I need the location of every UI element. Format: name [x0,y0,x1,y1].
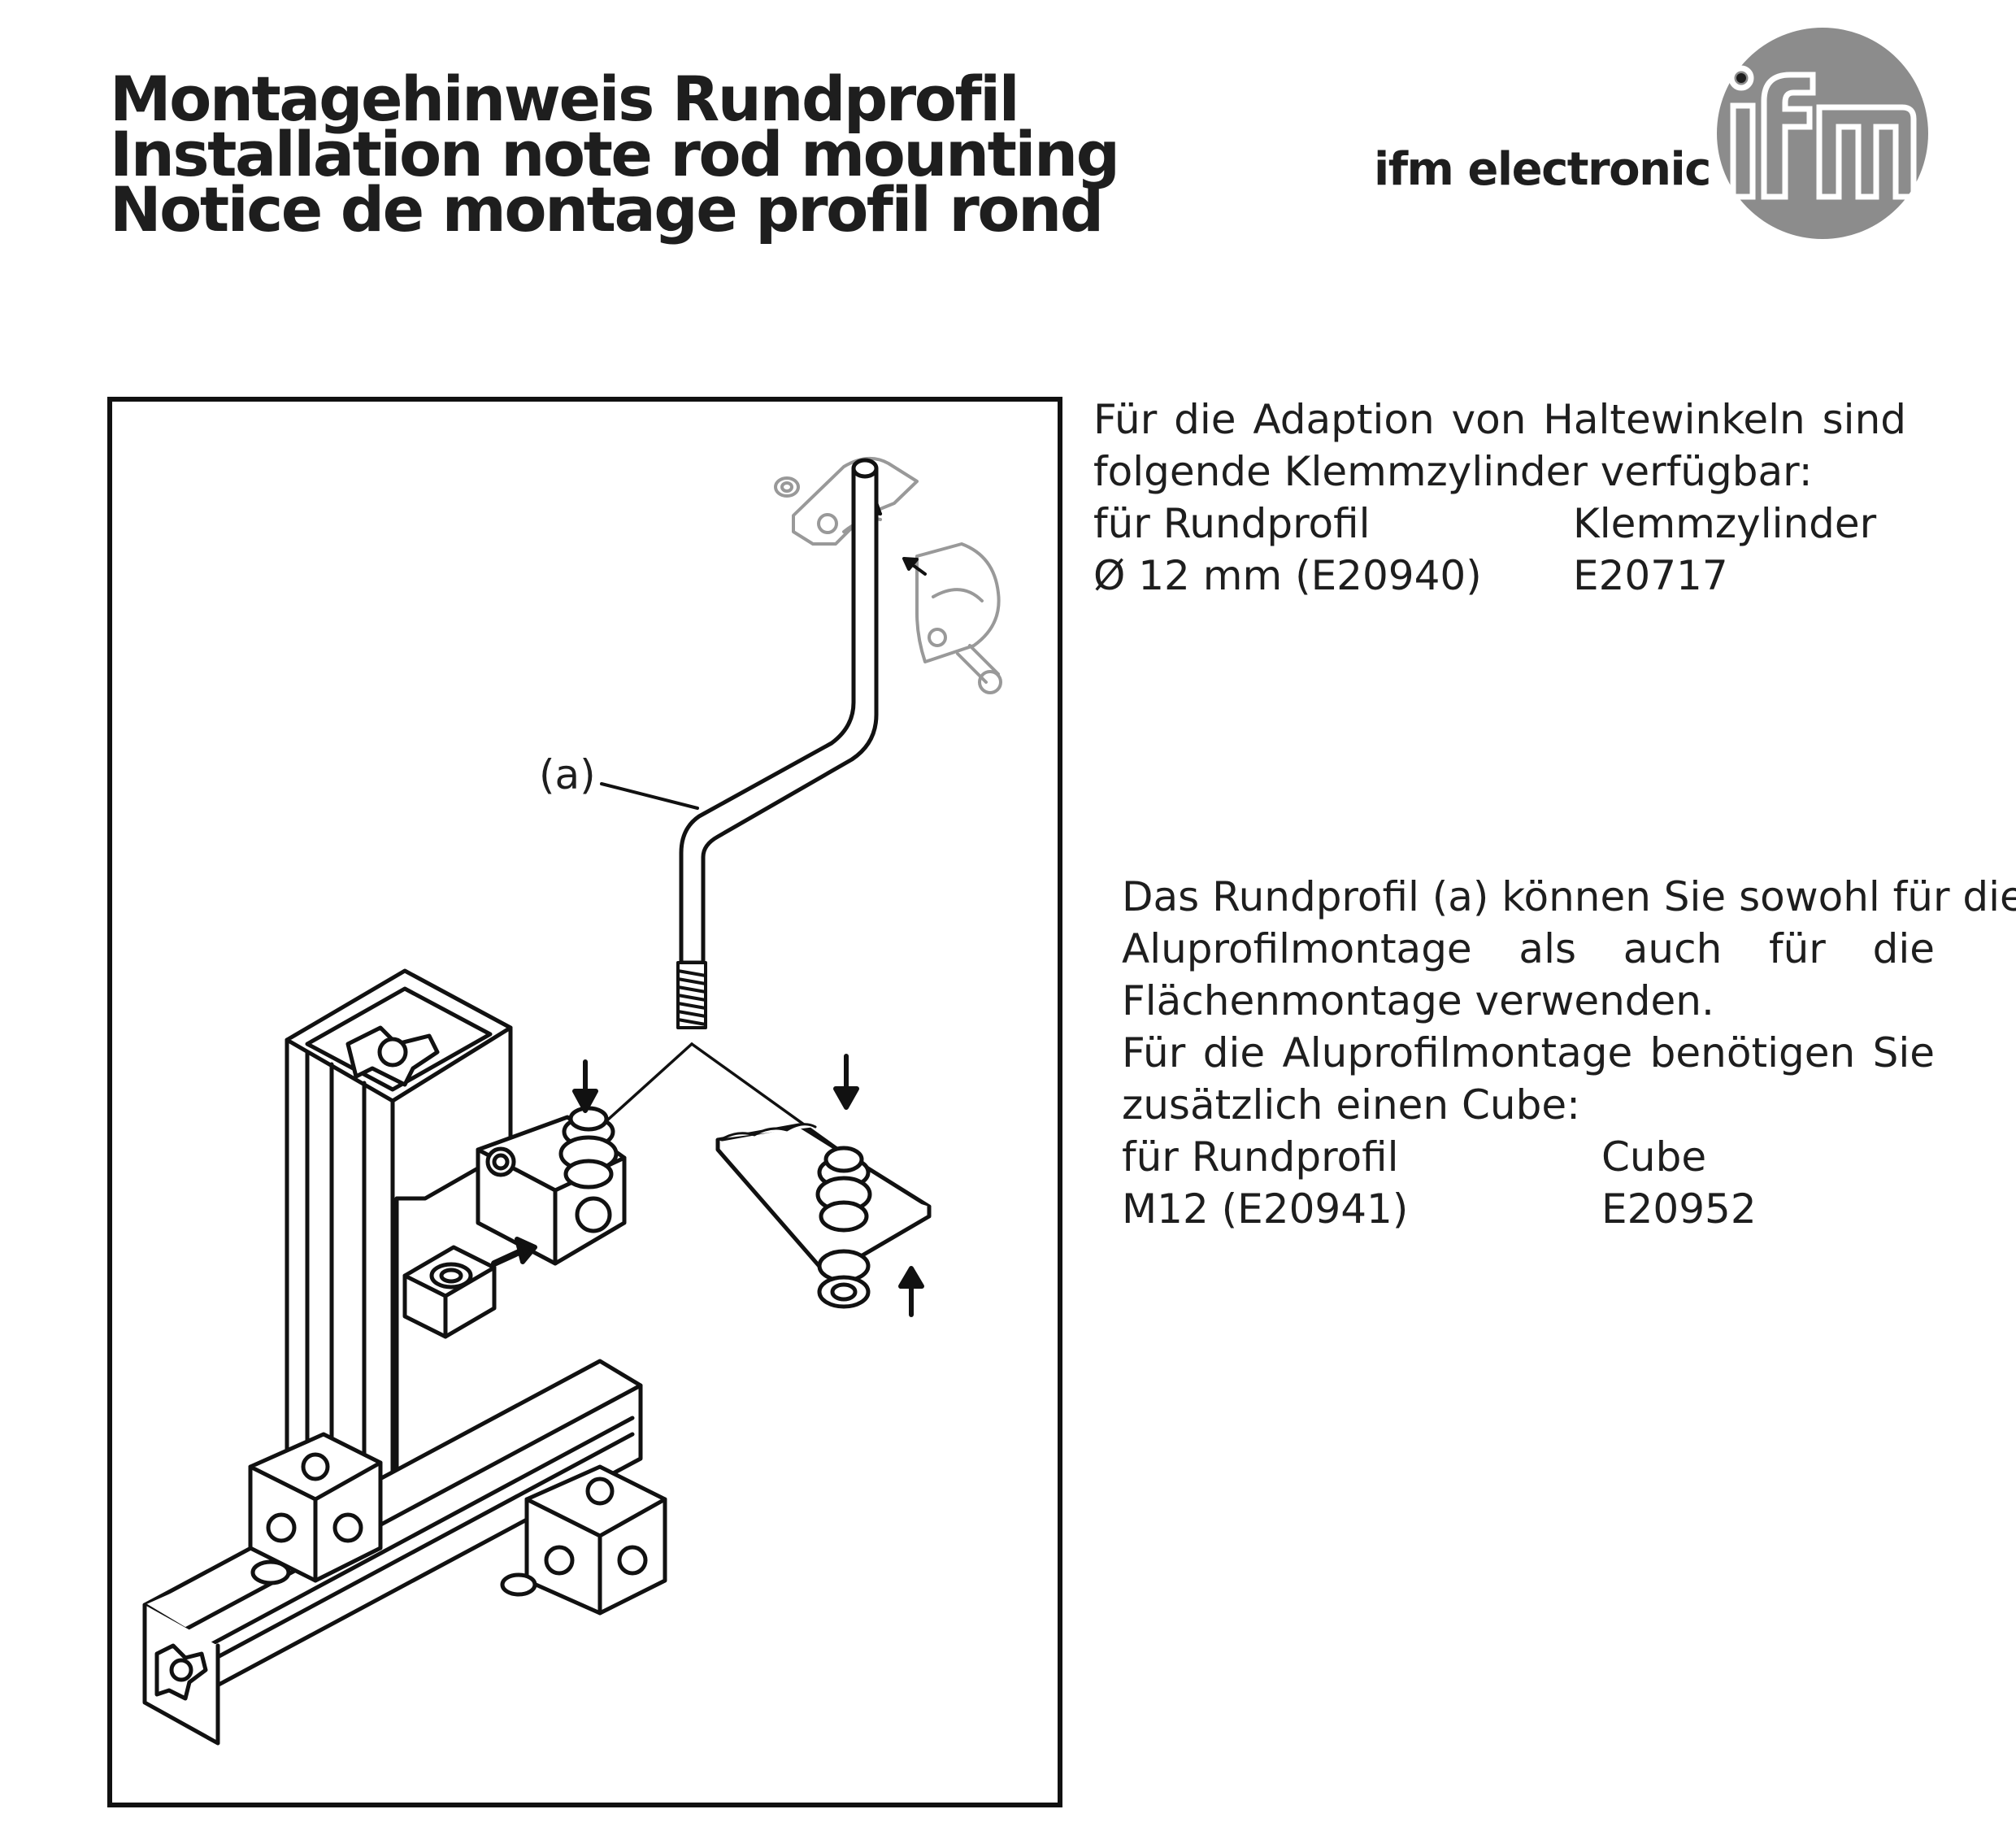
cell-cube-value: E20952 [1601,1185,1757,1233]
table-header-row: für Rundprofil Klemmzylinder [1093,498,1906,550]
assembly-figure: (a) [107,397,1062,1807]
header-rod: für Rundprofil [1093,500,1371,547]
callout-a-label: (a) [539,751,596,798]
plate-arrows [833,1054,924,1317]
header-cube: Cube [1601,1133,1707,1181]
company-name: ifm electronic [1374,143,1711,196]
clamp-cylinder-parts [774,457,1002,694]
usage-line-3: Flächenmontage verwenden. [1122,977,1714,1024]
table-row: Ø 12 mm (E20940) E20717 [1093,550,1906,602]
title-french: Notice de montage profil rond [110,173,1104,246]
usage-line-5: zusätzlich einen Cube: [1122,1081,1580,1129]
profile-arrows [491,1059,598,1267]
ifm-logo [1717,28,1928,239]
intro-line-2: folgende Klemmzylinder verfügbar: [1093,448,1813,495]
plate-mount [715,1123,932,1309]
usage-line-4: Für die Aluprofilmontage benötigen Sie [1122,1029,1935,1076]
plate-nut-stack [815,1146,872,1309]
cell-rod-value: Ø 12 mm (E20940) [1093,552,1482,599]
title-block: Montagehinweis Rundprofil Installation n… [110,63,1120,246]
rod-thread [676,961,707,1029]
rod-assembly-drawing [142,457,1002,1746]
callout-a-leader [600,782,699,810]
usage-line-2: Aluprofilmontage als auch für die [1122,925,1935,972]
title-german: Montagehinweis Rundprofil [110,63,1020,135]
aluminium-profile-assembly [142,968,667,1746]
clamp-cylinder-info: Für die Adaption von Haltewinkeln sind f… [1093,394,1906,602]
cell-clamp-value: E20717 [1573,552,1728,599]
table-header-row: für Rundprofil Cube [1122,1131,1935,1183]
usage-line-1: Das Rundprofil (a) können Sie sowohl für… [1122,873,2016,920]
cell-rod-value: M12 (E20941) [1122,1185,1409,1233]
rod-usage-info: Das Rundprofil (a) können Sie sowohl für… [1122,871,2016,1235]
header-rod: für Rundprofil [1122,1133,1399,1181]
round-rod [679,458,879,965]
title-english: Installation note rod mounting [110,118,1120,190]
table-row: M12 (E20941) E20952 [1122,1183,1935,1235]
header-clamp-cylinder: Klemmzylinder [1573,500,1877,547]
intro-line-1: Für die Adaption von Haltewinkeln sind [1093,396,1906,443]
